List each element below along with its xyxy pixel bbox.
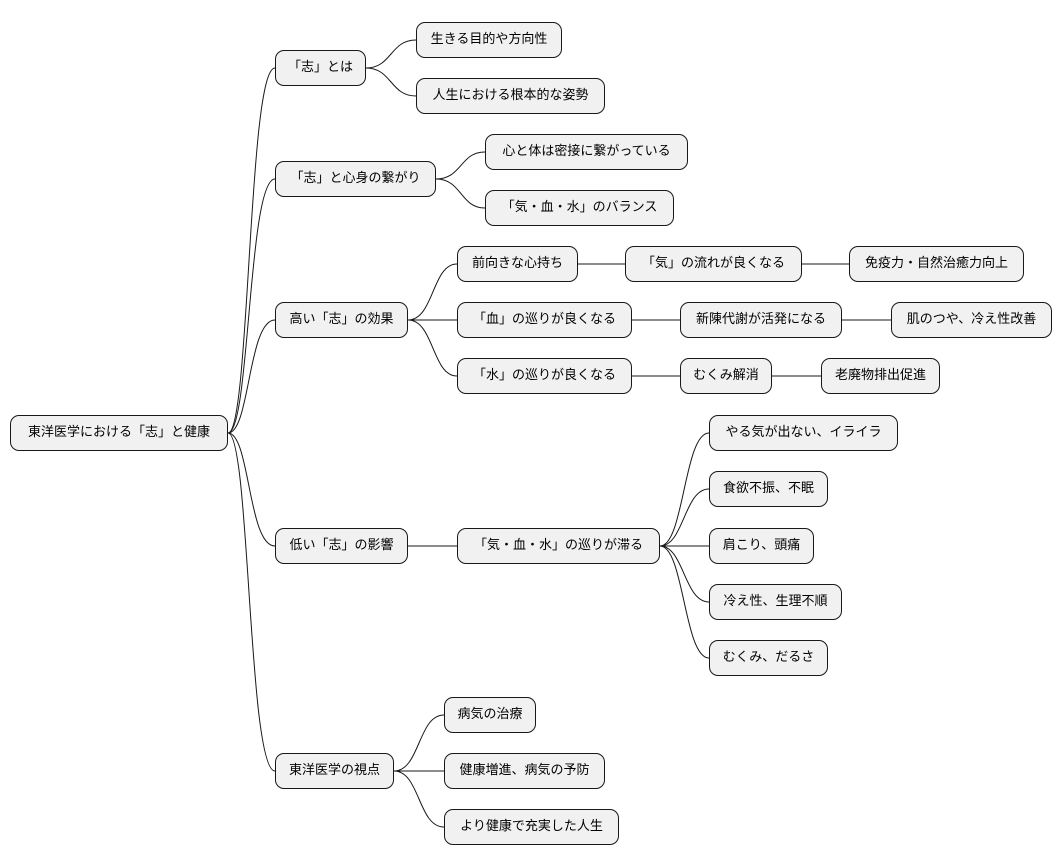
edge-root-b1	[227, 67, 276, 434]
leaf-node: より健康で充実した人生	[444, 809, 619, 845]
child-node: 「水」の巡りが良くなる	[457, 358, 632, 394]
child-node: 肌のつや、冷え性改善	[891, 302, 1052, 338]
child-node: 免疫力・自然治癒力向上	[849, 246, 1024, 282]
child-node: 新陳代謝が活発になる	[680, 302, 842, 338]
root-node: 東洋医学における「志」と健康	[10, 415, 228, 451]
edge-b1-c1	[365, 39, 417, 69]
branch-node-eastern-medicine-view: 東洋医学の視点	[275, 753, 394, 789]
branch-node-low-will: 低い「志」の影響	[275, 528, 408, 564]
leaf-node: 「気・血・水」のバランス	[485, 190, 674, 226]
edge-root-b3	[227, 319, 276, 434]
effect-node: 冷え性、生理不順	[709, 584, 842, 620]
effect-node: 肩こり、頭痛	[709, 528, 814, 564]
child-node: 老廃物排出促進	[821, 358, 940, 394]
child-node: 「血」の巡りが良くなる	[457, 302, 632, 338]
leaf-node: 病気の治療	[444, 697, 536, 733]
child-node: 「気」の流れが良くなる	[625, 246, 802, 282]
branch-node-mind-body: 「志」と心身の繋がり	[275, 161, 436, 197]
edge-b5-c1	[393, 714, 445, 772]
edge-b1-c2	[365, 67, 417, 97]
branch-node-purpose: 「志」とは	[275, 50, 366, 86]
branch-node-high-will: 高い「志」の効果	[275, 302, 408, 338]
edge-root-b4	[227, 432, 276, 547]
leaf-node: 生きる目的や方向性	[416, 22, 562, 58]
edge-root-b5	[227, 432, 276, 772]
effect-node: むくみ、だるさ	[709, 640, 828, 676]
leaf-node: 人生における根本的な姿勢	[416, 78, 605, 114]
edge-b3-c3	[407, 319, 458, 377]
edge-b2-c1	[435, 151, 486, 180]
edge-b4-e1	[659, 432, 710, 547]
leaf-node: 心と体は密接に繋がっている	[485, 134, 688, 170]
edge-b2-c2	[435, 178, 486, 209]
edge-b4-e5	[659, 545, 710, 659]
edge-b3-c1	[407, 263, 458, 321]
leaf-node: 健康増進、病気の予防	[444, 753, 605, 789]
edge-root-b2	[227, 178, 276, 434]
effect-node: 食欲不振、不眠	[709, 471, 828, 507]
child-node: 「気・血・水」の巡りが滞る	[457, 528, 660, 564]
child-node: むくみ解消	[680, 358, 772, 394]
edge-b4-e2	[659, 488, 710, 547]
child-node: 前向きな心持ち	[457, 246, 578, 282]
effect-node: やる気が出ない、イライラ	[709, 415, 898, 451]
edge-b4-e4	[659, 545, 710, 603]
edge-b5-c3	[393, 770, 445, 828]
